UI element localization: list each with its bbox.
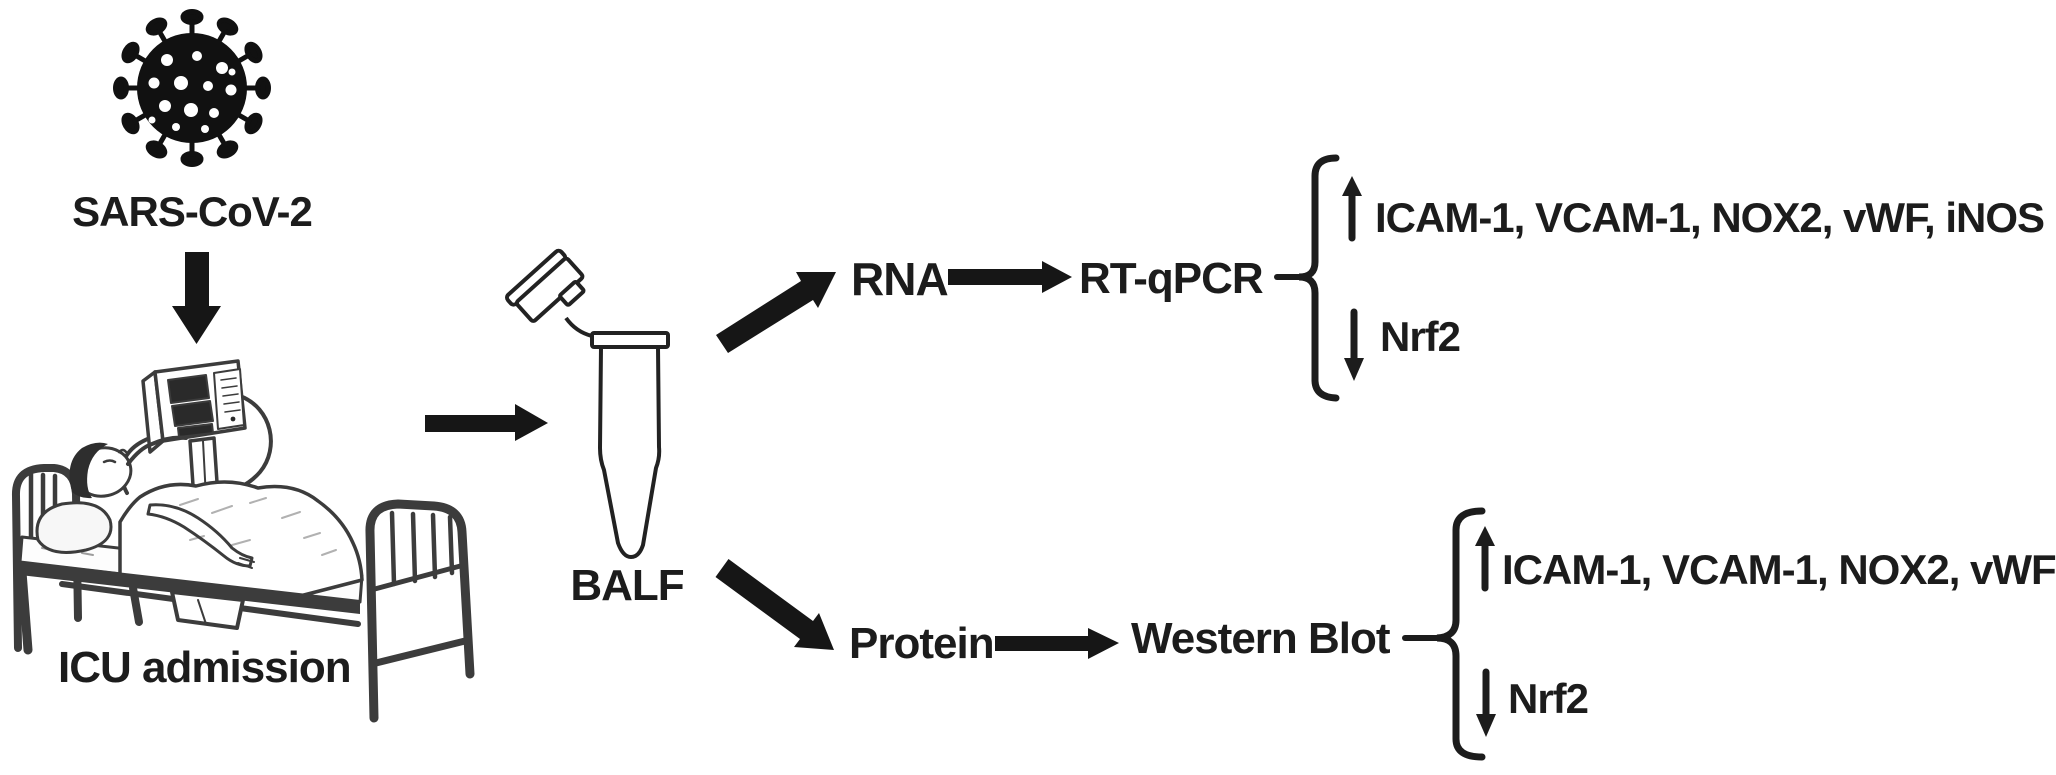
- curly-brace-icon: [1436, 507, 1486, 761]
- western-upregulated-proteins: ICAM-1, VCAM-1, NOX2, vWF: [1502, 546, 2056, 593]
- hospital-bed-frame: [17, 561, 361, 655]
- protein-label: Protein: [849, 619, 995, 668]
- western-blot-label: Western Blot: [1131, 614, 1391, 663]
- pillow: [35, 501, 113, 554]
- rtqpcr-upregulated-genes: ICAM-1, VCAM-1, NOX2, vWF, iNOS: [1375, 194, 2045, 241]
- up-arrow-icon: [1342, 176, 1362, 242]
- rna-to-rtqpcr-arrow: [948, 261, 1072, 293]
- protein-to-western-arrow: [995, 628, 1119, 659]
- rtqpcr-downregulated-genes: Nrf2: [1380, 313, 1461, 360]
- patient-figure: [69, 435, 364, 598]
- bed-footboard: [365, 499, 475, 723]
- down-arrow-icon: [1476, 668, 1496, 737]
- down-block-arrow: [172, 252, 221, 344]
- western-downregulated-proteins: Nrf2: [1508, 675, 1589, 722]
- rtqpcr-label: RT-qPCR: [1079, 254, 1264, 303]
- diagonal-down-block-arrow: [715, 559, 834, 650]
- western-results-brace-group: [1402, 507, 1496, 761]
- tube-label: BALF: [570, 561, 684, 610]
- ventilator-icon: [119, 359, 273, 502]
- rna-label: RNA: [851, 253, 949, 305]
- diagonal-up-block-arrow: [716, 272, 836, 353]
- coronavirus-icon: [113, 9, 271, 167]
- curly-brace-icon: [1298, 154, 1340, 402]
- virus-label: SARS-CoV-2: [72, 188, 313, 235]
- icu-bed-illustration: [12, 359, 475, 723]
- icu-label: ICU admission: [58, 643, 352, 692]
- down-arrow-icon: [1344, 308, 1364, 381]
- right-block-arrow: [425, 404, 548, 441]
- rtqpcr-results-brace-group: [1274, 154, 1364, 402]
- eppendorf-tube-icon: [505, 248, 670, 559]
- up-arrow-icon: [1475, 526, 1495, 592]
